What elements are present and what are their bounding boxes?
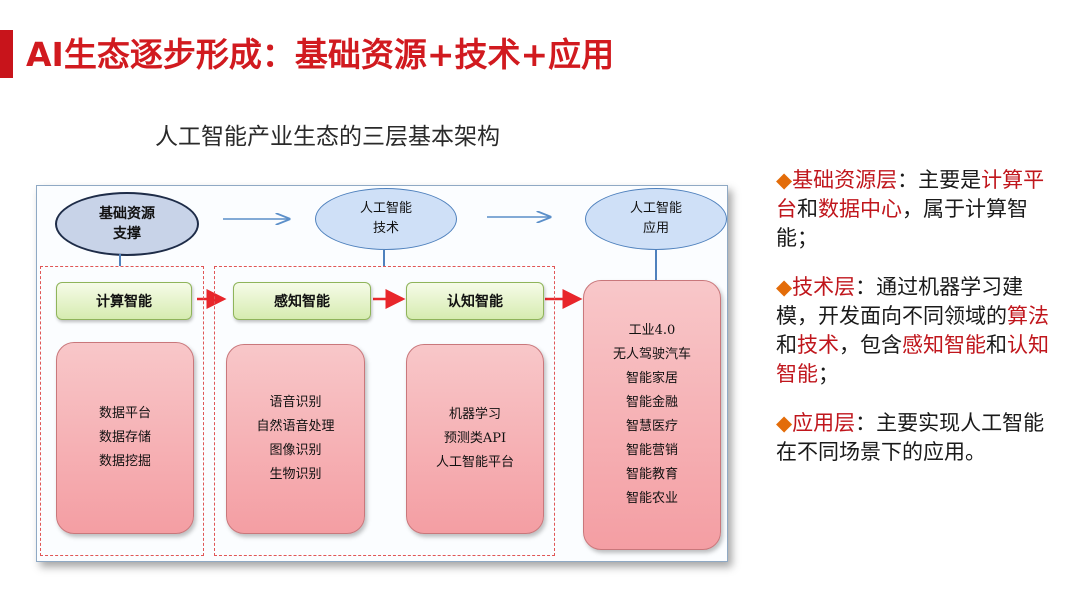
list-item: 智能金融 xyxy=(625,395,678,410)
ellipse-line: 应用 xyxy=(642,221,669,236)
list-item: 自然语音处理 xyxy=(256,419,335,434)
architecture-diagram: 基础资源 支撑 人工智能 技术 人工智能 应用 计算智能 感知智能 认知智能 数… xyxy=(36,185,728,562)
connector-technology xyxy=(383,250,385,266)
description-text: ：主要实现人工智能在不同场景下的应用。 xyxy=(776,411,1045,464)
slide-title: AI生态逐步形成：基础资源+技术+应用 xyxy=(26,35,615,74)
list-item: 工业4.0 xyxy=(628,323,676,338)
technology-layer-description: ◆技术层：通过机器学习建模，开发面向不同领域的算法和技术，包含感知智能和认知智能… xyxy=(776,273,1056,389)
description-text: 和 xyxy=(776,333,797,357)
diamond-bullet-icon: ◆ xyxy=(776,168,793,192)
diamond-bullet-icon: ◆ xyxy=(776,411,793,435)
connector-application xyxy=(655,250,657,280)
perception-box: 语音识别 自然语音处理 图像识别 生物识别 xyxy=(226,344,365,534)
list-item: 图像识别 xyxy=(269,443,322,458)
list-item: 智能农业 xyxy=(625,491,678,506)
list-item: 智能教育 xyxy=(625,467,678,482)
cognition-intelligence-label: 认知智能 xyxy=(406,282,544,320)
ellipse-line: 基础资源 xyxy=(99,206,155,222)
list-item: 数据挖掘 xyxy=(98,454,151,469)
perception-intelligence-label: 感知智能 xyxy=(233,282,371,320)
description-text: 和 xyxy=(986,333,1007,357)
list-item: 智能家居 xyxy=(625,371,678,386)
highlight-term: 算法 xyxy=(1007,304,1049,328)
list-item: 语音识别 xyxy=(269,395,322,410)
application-box: 工业4.0 无人驾驶汽车 智能家居 智能金融 智慧医疗 智能营销 智能教育 智能… xyxy=(583,280,721,550)
list-item: 数据存储 xyxy=(98,430,151,445)
technology-layer-frame xyxy=(214,266,555,556)
highlight-term: 感知智能 xyxy=(902,333,986,357)
ellipse-ai-application: 人工智能 应用 xyxy=(585,188,727,250)
cognition-box: 机器学习 预测类API 人工智能平台 xyxy=(406,344,544,534)
layer-descriptions: ◆基础资源层：主要是计算平台和数据中心，属于计算智能； ◆技术层：通过机器学习建… xyxy=(776,166,1056,487)
highlight-term: 技术 xyxy=(797,333,839,357)
ellipse-ai-technology: 人工智能 技术 xyxy=(315,188,457,250)
foundation-layer-frame xyxy=(40,266,204,556)
compute-box: 数据平台 数据存储 数据挖掘 xyxy=(56,342,194,534)
description-text: ； xyxy=(818,362,839,386)
description-text: ，包含 xyxy=(839,333,902,357)
list-item: 智能营销 xyxy=(625,443,678,458)
connector-foundation xyxy=(119,254,121,266)
ellipse-line: 人工智能 xyxy=(359,201,412,216)
application-layer-description: ◆应用层：主要实现人工智能在不同场景下的应用。 xyxy=(776,409,1056,467)
list-item: 机器学习 xyxy=(448,407,501,422)
description-text: ：主要是 xyxy=(897,168,982,192)
layer-name: 应用层 xyxy=(792,411,856,435)
diamond-bullet-icon: ◆ xyxy=(776,275,793,299)
title-accent-bar xyxy=(0,30,13,78)
list-item: 无人驾驶汽车 xyxy=(612,347,691,362)
diagram-subtitle: 人工智能产业生态的三层基本架构 xyxy=(155,124,500,150)
diagram-arrows xyxy=(197,186,583,309)
description-text: ，属于计算智能； xyxy=(776,197,1028,250)
ellipse-line: 技术 xyxy=(372,221,399,236)
list-item: 智慧医疗 xyxy=(625,419,678,434)
list-item: 预测类API xyxy=(443,431,507,446)
list-item: 人工智能平台 xyxy=(435,455,514,470)
list-item: 生物识别 xyxy=(269,467,322,482)
foundation-layer-description: ◆基础资源层：主要是计算平台和数据中心，属于计算智能； xyxy=(776,166,1056,253)
ellipse-line: 支撑 xyxy=(113,226,141,242)
list-item: 数据平台 xyxy=(98,406,151,421)
highlight-term: 数据中心 xyxy=(818,197,902,221)
description-text: ：通过机器学习建模，开发面向不同领域的 xyxy=(776,275,1024,328)
layer-name: 基础资源层 xyxy=(792,168,898,192)
highlight-term: 计算平台 xyxy=(776,168,1045,221)
ellipse-foundation-support: 基础资源 支撑 xyxy=(55,192,199,256)
highlight-term: 认知智能 xyxy=(776,333,1049,386)
layer-name: 技术层 xyxy=(792,275,856,299)
ellipse-line: 人工智能 xyxy=(629,201,682,216)
description-text: 和 xyxy=(797,197,818,221)
compute-intelligence-label: 计算智能 xyxy=(56,282,192,320)
